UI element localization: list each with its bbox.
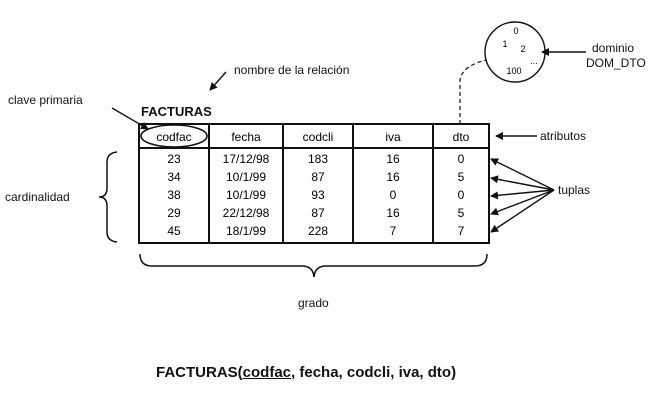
degree-brace [139,253,488,278]
table-cell: 5 [458,206,465,220]
table-cell: 228 [308,224,328,238]
table-cell: 0 [458,152,465,166]
table-cell: 0 [390,188,397,202]
table-cell: 7 [458,224,465,238]
table-cell: 87 [311,206,325,220]
table-row: 29 22/12/98 87 16 5 [167,206,464,220]
table-cell: 18/1/99 [226,224,266,238]
arrow-tupla [490,175,555,191]
arrow-tupla [490,189,555,216]
table-cell: 23 [167,152,181,166]
primary-key-ellipse [140,124,208,148]
domain-label: dominio [592,41,635,55]
domain-link [459,59,487,124]
table-cell: 10/1/99 [226,170,266,184]
domain-value: 2 [520,44,525,54]
attributes-label: atributos [540,129,587,143]
domain-circle [484,21,546,83]
table-cell: 16 [386,152,400,166]
cardinality-label: cardinalidad [5,190,70,204]
table-row: 23 17/12/98 183 16 0 [167,152,464,166]
table-cell: 93 [311,188,325,202]
table-cell: 45 [167,224,181,238]
table-cell: 10/1/99 [226,188,266,202]
relation-schema-formula: FACTURAS(codfac, fecha, codcli, iva, dto… [156,364,456,381]
column-header-fecha: fecha [231,130,261,144]
table-cell: 34 [167,170,181,184]
table-row: 34 10/1/99 87 16 5 [167,170,464,184]
arrow-clave [111,107,149,130]
column-header-dto: dto [453,130,470,144]
arrow-tupla [490,189,555,233]
table-cell: 38 [167,188,181,202]
table-cell: 0 [458,188,465,202]
table-cell: 16 [386,170,400,184]
table-header-row: codfac fecha codcli iva dto [156,130,469,144]
table-body: 23 17/12/98 183 16 0 34 10/1/99 87 16 5 38 10/1/99 9… [167,152,464,238]
relation-name-label: nombre de la relación [234,63,350,77]
domain-values: 01 2 100... [502,26,537,76]
column-header-codcli: codcli [303,130,334,144]
table-cell: 7 [390,224,397,238]
table-cell: 5 [458,170,465,184]
relation-table [138,123,490,244]
table-row: 45 18/1/99 228 7 7 [167,224,464,238]
formula-primary-key: codfac [242,364,292,381]
arrow-nombre [209,71,227,91]
domain-name-label: DOM_DTO [586,56,646,70]
cardinality-brace [98,151,118,243]
domain-value: 0 [513,26,518,36]
column-header-codfac: codfac [156,130,191,144]
table-cell: 16 [386,206,400,220]
domain-value: 100 [506,66,521,76]
table-cell: 183 [308,152,328,166]
arrow-tupla [490,189,555,200]
arrow-tupla [490,158,555,191]
table-cell: 17/12/98 [223,152,270,166]
table-row: 38 10/1/99 93 0 0 [167,188,464,202]
formula-prefix: FACTURAS( [156,364,243,381]
domain-value: 1 [502,39,507,49]
formula-rest: , fecha, codcli, iva, dto) [291,364,457,381]
degree-label: grado [298,296,329,310]
tuples-label: tuplas [558,183,591,197]
relation-title: FACTURAS [141,104,212,119]
table-cell: 29 [167,206,181,220]
table-cell: 87 [311,170,325,184]
primary-key-label: clave primaria [8,93,83,107]
table-cell: 22/12/98 [223,206,270,220]
column-header-iva: iva [385,130,401,144]
domain-value: ... [530,56,538,66]
